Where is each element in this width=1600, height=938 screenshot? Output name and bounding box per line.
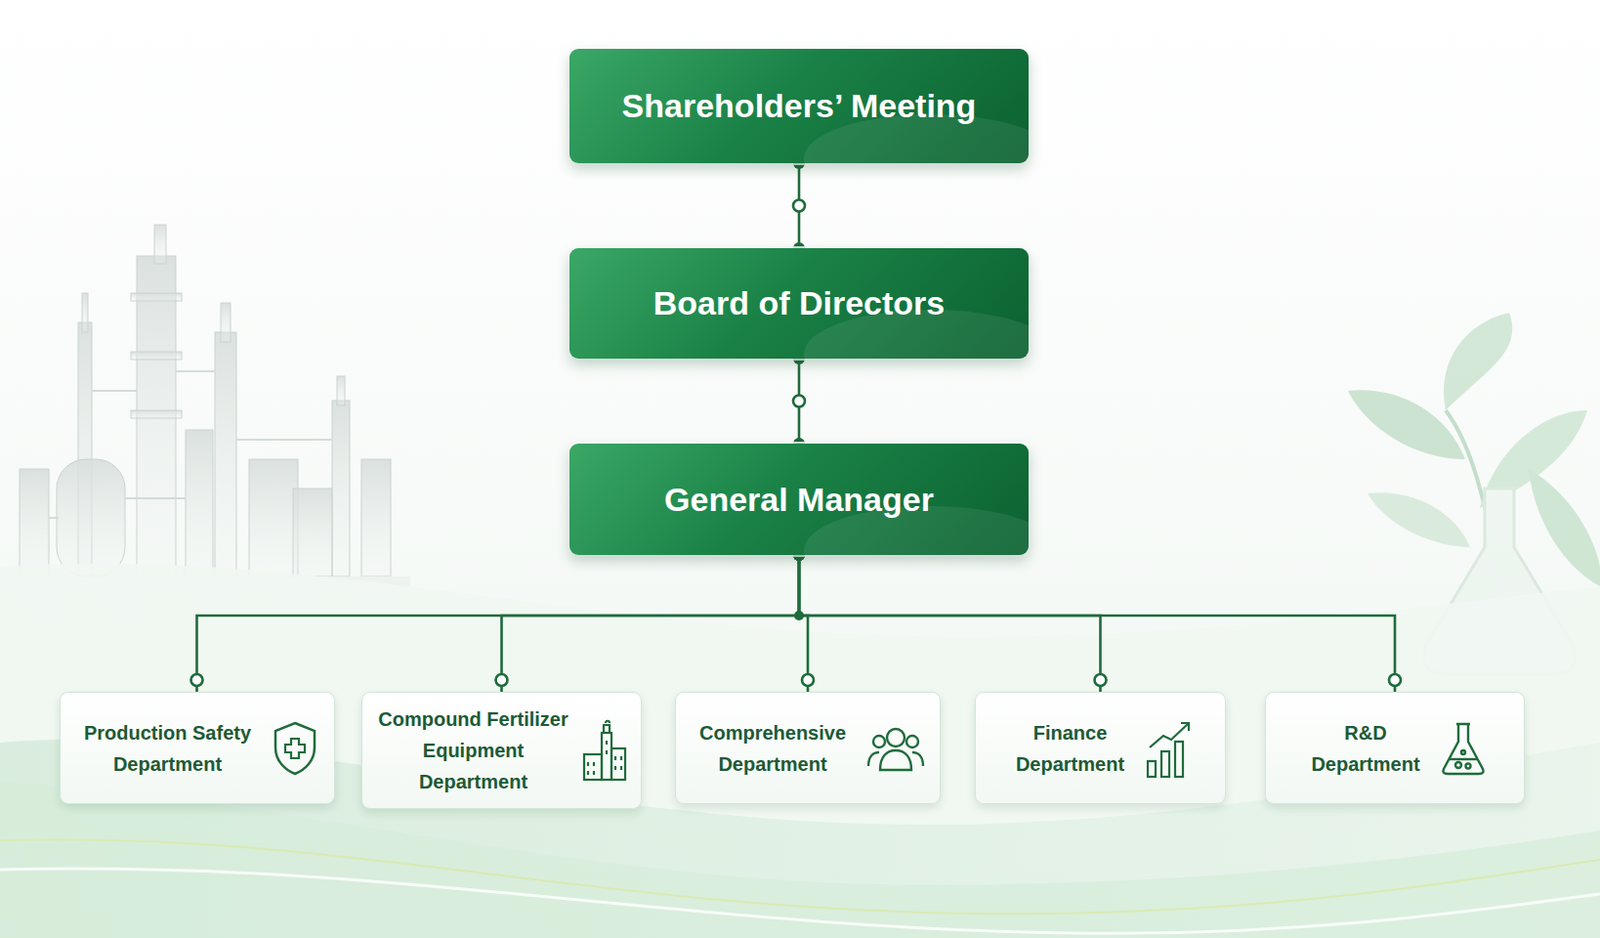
connector-line (197, 554, 800, 692)
management-box: Shareholders’ Meeting (569, 48, 1029, 164)
connector (793, 548, 1107, 692)
department-name: Comprehensive Department (689, 716, 856, 780)
department-box: Finance Department (974, 691, 1226, 804)
connector-ring (1389, 673, 1401, 686)
box-title: Shareholders’ Meeting (602, 86, 997, 126)
connector (793, 548, 814, 692)
shield-icon (270, 719, 320, 777)
flask-icon (1438, 719, 1488, 777)
connector-ring (793, 395, 805, 408)
connector-ring (191, 673, 204, 686)
connector-line (799, 554, 1395, 692)
connector (793, 548, 1401, 692)
department-name: Finance Department (1007, 716, 1135, 780)
connector (793, 157, 805, 254)
management-box: General Manager (569, 443, 1029, 555)
factory-icon (580, 718, 628, 782)
connector-ring (1094, 673, 1107, 686)
connector (496, 548, 806, 692)
department-box: Compound Fertilizer Equipment Department (361, 691, 642, 809)
refinery-illustration (0, 224, 411, 596)
connector (191, 548, 806, 692)
department-box: Production Safety Department (59, 691, 336, 804)
department-name: Compound Fertilizer Equipment Department (376, 703, 571, 798)
department-name: R&D Department (1302, 716, 1430, 780)
growth-chart-icon (1143, 717, 1195, 779)
department-box: R&D Department (1264, 691, 1525, 804)
connector (793, 352, 805, 450)
connector-ring (496, 673, 508, 686)
connector-line (799, 554, 1101, 692)
connector-ring (793, 200, 805, 212)
management-box: Board of Directors (569, 248, 1029, 359)
box-title: Board of Directors (633, 284, 966, 323)
connector-line (502, 554, 800, 692)
connector-line (799, 554, 808, 692)
connector-ring (801, 673, 814, 686)
department-name: Production Safety Department (75, 716, 261, 780)
department-box: Comprehensive Department (674, 691, 941, 804)
people-icon (865, 722, 927, 774)
box-title: General Manager (644, 480, 954, 519)
